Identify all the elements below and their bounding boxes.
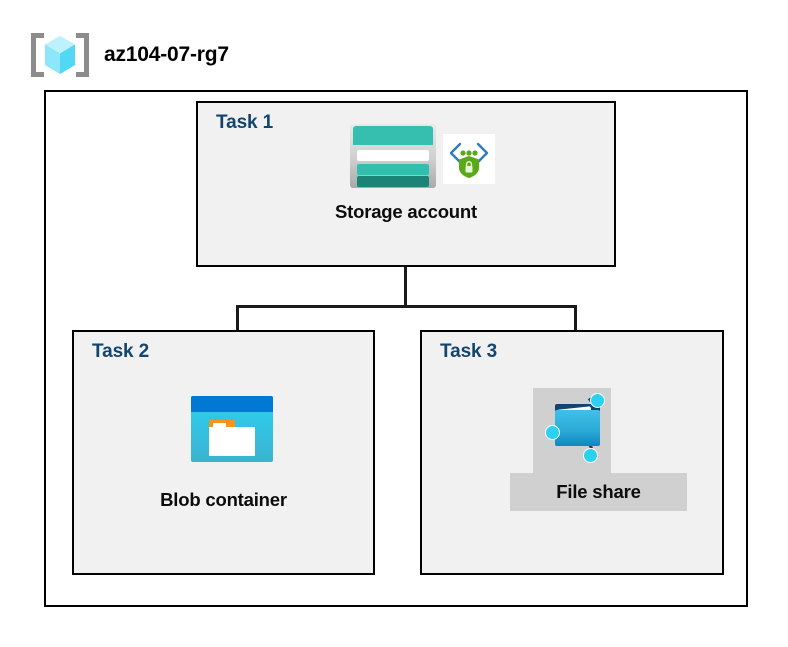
task-1-label: Task 1 <box>216 112 274 133</box>
file-share-icon[interactable] <box>545 393 607 465</box>
task-3-label: Task 3 <box>440 341 498 362</box>
storage-row-1 <box>357 150 429 161</box>
storage-account-icon[interactable] <box>350 124 436 188</box>
connector-storage-to-split <box>404 267 407 307</box>
file-share-node-bottom-right <box>583 448 598 463</box>
resource-group-cube-icon <box>30 29 90 81</box>
blob-document-page <box>209 427 255 456</box>
bracket-right-icon <box>76 33 89 77</box>
blob-folder-tab-notch <box>213 423 226 427</box>
private-endpoint-icon[interactable] <box>443 134 495 184</box>
file-share-folder-body <box>555 410 600 446</box>
file-share-node-top-right <box>590 393 605 408</box>
blob-container-icon[interactable] <box>191 396 273 462</box>
cube-glyph-icon <box>45 36 75 74</box>
connector-split-bus <box>236 305 576 308</box>
blob-header-bar <box>191 396 273 412</box>
private-endpoint-glyph-icon <box>449 142 489 178</box>
resource-group-header: az104-07-rg7 <box>30 26 229 84</box>
bracket-left-icon <box>31 33 44 77</box>
storage-account-label: Storage account <box>335 201 477 222</box>
resource-group-name: az104-07-rg7 <box>104 43 229 66</box>
file-share-node-left <box>545 425 560 440</box>
file-share-label: File share <box>510 473 687 511</box>
storage-header-bar <box>353 126 433 145</box>
storage-row-2 <box>357 164 429 175</box>
task-2-label: Task 2 <box>92 341 150 362</box>
storage-row-3 <box>357 176 429 187</box>
blob-container-label: Blob container <box>160 489 287 510</box>
